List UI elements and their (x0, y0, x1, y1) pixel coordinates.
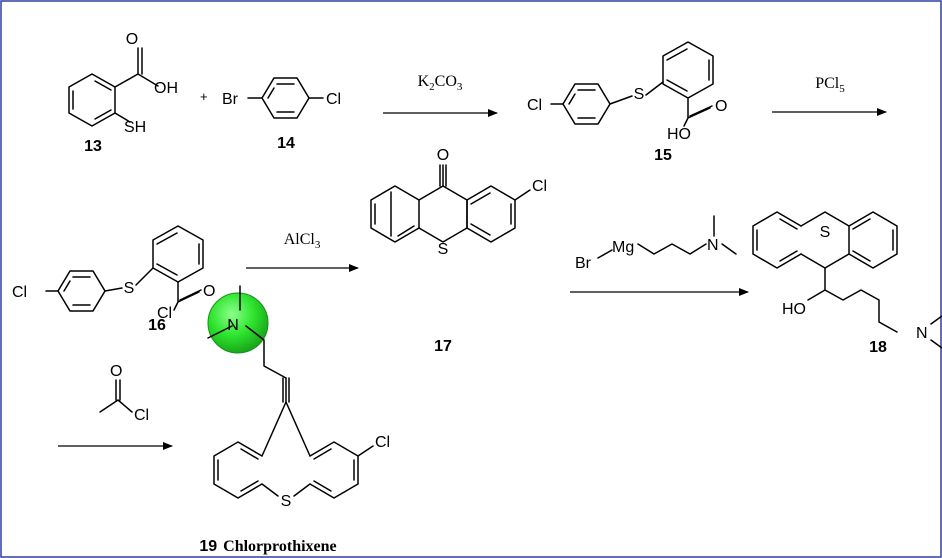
compound-19-caption: 19 Chlorprothixene (199, 538, 336, 555)
compound-13: O OH SH 13 (68, 31, 178, 155)
compound-number-17: 17 (434, 338, 452, 355)
atom-s: S (634, 86, 645, 103)
compound-number-16: 16 (148, 317, 166, 334)
acetyl-chloride: O Cl (99, 363, 149, 424)
atom-ho: HO (782, 301, 806, 318)
atom-s: S (281, 493, 292, 510)
atom-o: O (203, 283, 215, 300)
arrow-k2co3: K2CO3 (383, 73, 498, 117)
compound-14: Br Cl 14 (222, 77, 341, 152)
atom-s: S (820, 224, 831, 241)
atom-cl: Cl (532, 178, 547, 195)
atom-cl-acyl: Cl (157, 305, 172, 322)
atom-o: O (437, 147, 449, 164)
compound-17: O Cl S 17 (370, 147, 547, 355)
compound-18: S HO N 18 (752, 211, 942, 356)
atom-o: O (715, 98, 727, 115)
highlight-sphere (207, 292, 269, 354)
atom-o: O (126, 31, 138, 48)
atom-mg: Mg (612, 239, 634, 256)
grignard-reagent: Br Mg N (575, 215, 737, 272)
atom-sh: SH (124, 119, 146, 136)
compound-15: Cl S O HO 15 (527, 41, 727, 164)
atom-cl: Cl (134, 407, 149, 424)
atom-s: S (438, 241, 449, 258)
arrow-alcl3: AlCl3 (246, 231, 359, 272)
atom-br: Br (222, 91, 239, 108)
compound-16: Cl S O Cl 16 (12, 225, 215, 334)
compound-number-14: 14 (277, 135, 295, 152)
atom-s: S (124, 280, 135, 297)
compound-number-19: 19 (199, 538, 217, 555)
compound-number-15: 15 (654, 147, 672, 164)
atom-cl: Cl (326, 91, 341, 108)
atom-cl: Cl (527, 97, 542, 114)
atom-cl: Cl (12, 284, 27, 301)
compound-name: Chlorprothixene (223, 538, 336, 555)
atom-n: N (227, 317, 239, 334)
atom-cl: Cl (375, 434, 390, 451)
atom-oh: OH (154, 80, 178, 97)
plus-sign: + (200, 89, 208, 104)
atom-br: Br (575, 255, 592, 272)
compound-19: N Cl S 19 Chlorprothixene (199, 285, 390, 555)
arrow-pcl5: PCl5 (772, 75, 887, 116)
reagent-alcl3: AlCl3 (284, 231, 321, 251)
compound-number-13: 13 (84, 138, 102, 155)
compound-number-18: 18 (869, 339, 887, 356)
reagent-k2co3: K2CO3 (418, 73, 463, 93)
atom-o: O (110, 363, 122, 380)
atom-n: N (916, 325, 928, 342)
reagent-pcl5: PCl5 (815, 75, 845, 95)
atom-n: N (707, 237, 719, 254)
atom-ho: HO (667, 126, 691, 143)
